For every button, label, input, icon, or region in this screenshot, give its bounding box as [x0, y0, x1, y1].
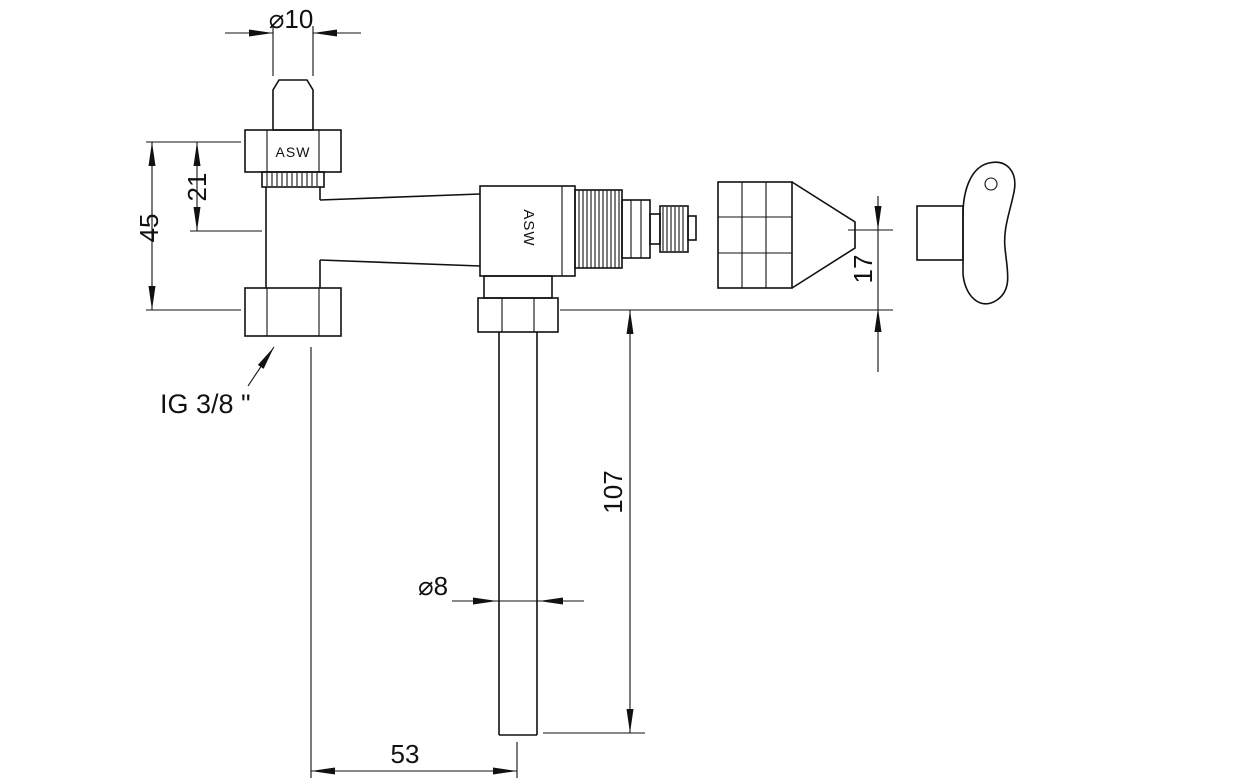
- knurled-ring: [261, 171, 325, 188]
- dim-107-label: 107: [598, 470, 628, 513]
- valve-body: [479, 185, 623, 277]
- cap-cone: [791, 181, 856, 289]
- flush-pipe: [498, 332, 538, 736]
- spindle-neck: [649, 213, 661, 245]
- thread-hatch: [578, 190, 620, 268]
- cap-cylinder: [717, 181, 793, 289]
- dim-21: 21: [182, 142, 262, 232]
- spindle-assembly: [621, 199, 697, 259]
- thread-leader: IG 3/8 ": [160, 346, 275, 419]
- pipe-nut: [477, 297, 559, 333]
- thread-size-label: IG 3/8 ": [160, 389, 251, 419]
- key-hole: [984, 177, 998, 191]
- operating-key: [916, 161, 1016, 305]
- outlet-elbow: [477, 275, 559, 333]
- key-wing: [962, 161, 1016, 305]
- key-socket: [916, 205, 964, 261]
- dim-45-label: 45: [134, 214, 164, 243]
- spindle-tip: [687, 215, 697, 241]
- inlet-valve: [244, 79, 342, 337]
- brand-label-body: ASW: [520, 209, 537, 246]
- dim-53-label: 53: [391, 739, 420, 769]
- union-nut-facets: [266, 288, 320, 336]
- knurled-spindle-head: [659, 205, 689, 253]
- pipe-nut-facets: [501, 298, 535, 332]
- gland-nut-facets: [630, 200, 642, 258]
- dim-diameter-10: ⌀10: [225, 4, 361, 76]
- dim-diameter-10-label: ⌀10: [269, 4, 314, 34]
- spindle-knurl-hatch: [662, 207, 684, 251]
- brand-label-nut: ASW: [276, 144, 311, 160]
- dim-107: 107: [543, 310, 645, 734]
- gland-nut: [621, 199, 651, 259]
- elbow-neck: [483, 275, 553, 299]
- union-nut: [244, 287, 342, 337]
- dim-21-label: 21: [182, 173, 212, 202]
- dim-diameter-8-label: ⌀8: [418, 571, 448, 601]
- dim-17-label: 17: [848, 255, 878, 284]
- cap-ribs: [718, 182, 792, 288]
- inlet-spigot: [272, 79, 314, 131]
- cover-cap: [717, 181, 856, 289]
- dim-53: 53: [310, 347, 518, 778]
- dim-45: 45: [134, 141, 241, 311]
- horizontal-branch: [319, 193, 481, 267]
- knurled-ring-hatch: [266, 173, 318, 186]
- valve-column: [265, 187, 321, 288]
- dim-diameter-8: ⌀8: [418, 571, 584, 605]
- dim-17: 17: [560, 196, 893, 372]
- compression-nut-facets: [266, 130, 320, 172]
